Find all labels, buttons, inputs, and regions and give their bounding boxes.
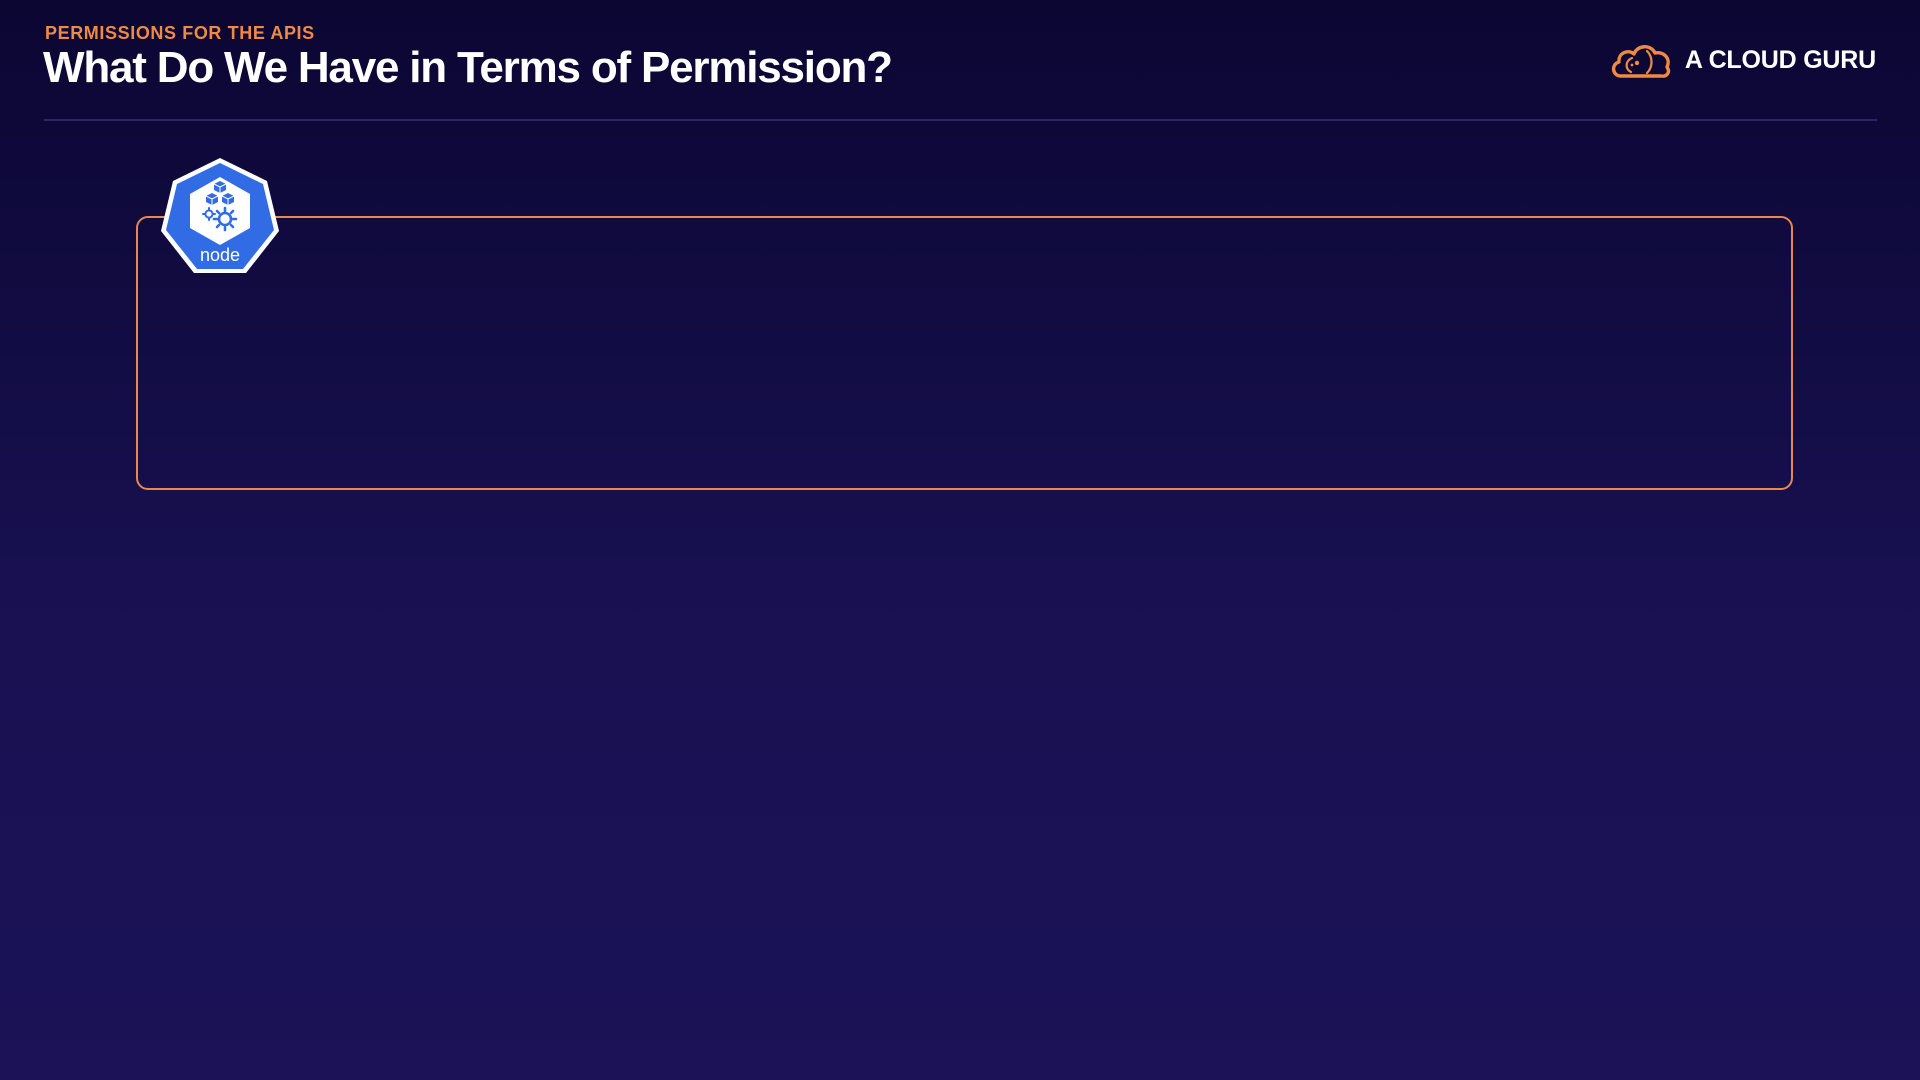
node-label: node [200,245,240,265]
brand-name: A CLOUD GURU [1684,45,1876,74]
section-eyebrow: PERMISSIONS FOR THE APIS [45,23,315,43]
cloud-logo-icon [1609,39,1673,81]
kubernetes-node-icon: node [161,158,279,273]
node-container-box [136,216,1793,490]
page-title: What Do We Have in Terms of Permission? [43,43,893,92]
kubernetes-node-badge: node [158,155,282,279]
header-divider [44,119,1877,121]
brand-logo: A CLOUD GURU [1609,36,1876,84]
